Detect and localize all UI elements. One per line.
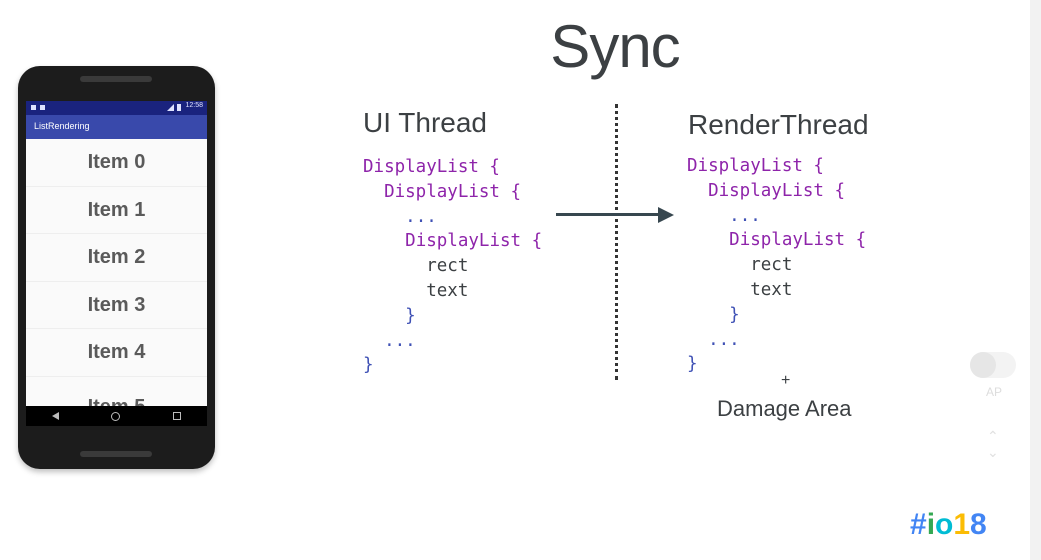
back-icon[interactable] [52, 412, 60, 420]
phone-screen: 12:58 ListRendering Item 0 Item 1 Item 2… [26, 101, 207, 426]
app-title: ListRendering [34, 121, 90, 131]
code-token: DisplayList { [363, 157, 500, 177]
plus-sign: + [781, 372, 791, 389]
autoplay-label: AP [986, 385, 1003, 399]
logo-letter: 8 [970, 508, 987, 541]
code-token: rect [426, 256, 469, 277]
list-item[interactable]: Item 2 [26, 234, 207, 282]
autoplay-toggle[interactable] [970, 352, 1016, 378]
status-time: 12:58 [185, 102, 203, 109]
list-item[interactable]: Item 0 [26, 139, 207, 187]
sync-arrow [556, 213, 660, 216]
render-thread-code: DisplayList { DisplayList { ... DisplayL… [687, 154, 866, 377]
chevron-down-icon[interactable]: ⌄ [987, 444, 999, 460]
list-item[interactable]: Item 1 [26, 187, 207, 235]
damage-area-label: Damage Area [717, 396, 852, 421]
item-list[interactable]: Item 0 Item 1 Item 2 Item 3 Item 4 Item … [26, 139, 207, 417]
list-item[interactable]: Item 4 [26, 329, 207, 377]
code-token: } [729, 304, 740, 325]
code-token: } [687, 354, 698, 375]
home-icon[interactable] [111, 411, 121, 421]
dotted-divider [615, 104, 618, 380]
list-item[interactable]: Item 3 [26, 282, 207, 330]
app-bar: ListRendering [26, 115, 207, 139]
code-token: text [750, 279, 793, 300]
logo-letter: 1 [953, 508, 971, 541]
navigation-bar [26, 406, 207, 426]
code-token: ... [708, 329, 740, 350]
code-token: } [405, 305, 416, 326]
status-bar: 12:58 [26, 101, 207, 115]
slide-title: Sync [550, 13, 680, 80]
ui-thread-heading: UI Thread [363, 107, 487, 138]
notification-icon [31, 105, 36, 110]
code-token: ... [729, 205, 761, 226]
code-token: ... [384, 330, 416, 351]
io18-logo: #io18 [910, 508, 987, 542]
chevron-up-icon[interactable]: ⌃ [987, 428, 999, 444]
code-token: rect [750, 255, 793, 276]
side-strip [1030, 0, 1041, 560]
battery-icon [177, 104, 181, 111]
code-token: DisplayList { [729, 230, 867, 251]
recents-icon[interactable] [172, 412, 181, 420]
notification-icon [40, 105, 45, 110]
phone-mockup: 12:58 ListRendering Item 0 Item 1 Item 2… [18, 66, 215, 469]
code-token: DisplayList { [384, 181, 522, 202]
code-token: DisplayList { [405, 231, 543, 252]
signal-icon [167, 104, 174, 111]
toggle-knob [970, 352, 996, 378]
code-token: } [363, 355, 374, 376]
logo-letter: i [926, 508, 936, 541]
arrow-head-icon [658, 207, 674, 223]
code-token: DisplayList { [687, 156, 824, 176]
logo-hash: # [910, 508, 927, 541]
ui-thread-code: DisplayList { DisplayList { ... DisplayL… [363, 155, 542, 378]
phone-speaker [80, 76, 152, 82]
render-thread-heading: RenderThread [688, 109, 869, 140]
code-token: text [426, 280, 469, 301]
code-token: DisplayList { [708, 180, 846, 201]
phone-speaker [80, 451, 152, 457]
code-token: ... [405, 206, 437, 227]
logo-letter: o [935, 508, 954, 541]
